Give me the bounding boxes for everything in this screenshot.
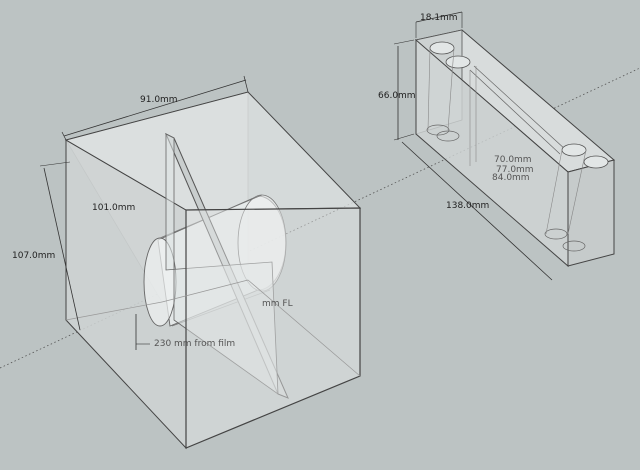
label-lens-fl: mm FL [262, 299, 293, 309]
holder-hole [562, 240, 586, 252]
holder-hole [544, 228, 568, 240]
holder-hole [436, 130, 460, 142]
label-film-distance: 230 mm from film [154, 339, 235, 349]
camera-box[interactable] [64, 91, 362, 450]
label-box-width: 91.0mm [140, 95, 178, 105]
box-front-face [185, 207, 361, 449]
holder-hole [445, 55, 471, 69]
film-holder[interactable] [414, 29, 616, 268]
label-holder-thickness: 18.1mm [420, 13, 458, 23]
dimension-holder-height[interactable]: 66.0mm [378, 39, 416, 141]
holder-hole [429, 41, 455, 55]
label-inner-b: 77.0mm [496, 165, 534, 175]
holder-hole [583, 155, 609, 169]
label-inner-a: 70.0mm [494, 155, 532, 165]
label-holder-length: 138.0mm [446, 201, 489, 211]
dimension-box-height[interactable]: 107.0mm [12, 161, 81, 331]
label-inner-c: 84.0mm [492, 173, 530, 183]
holder-hole [426, 124, 450, 136]
dimension-holder-length[interactable]: 138.0mm [401, 141, 553, 281]
label-box-height: 107.0mm [12, 251, 55, 261]
dimension-film-distance[interactable]: 230 mm from film [135, 314, 235, 350]
label-box-depth: 101.0mm [92, 203, 135, 213]
divider-plate [165, 133, 279, 395]
dimension-holder-thickness[interactable]: 18.1mm [415, 11, 463, 38]
holder-right-face [567, 159, 615, 267]
dimension-box-width[interactable]: 91.0mm [61, 75, 249, 141]
label-holder-height: 66.0mm [378, 91, 416, 101]
holder-hole [561, 143, 587, 157]
